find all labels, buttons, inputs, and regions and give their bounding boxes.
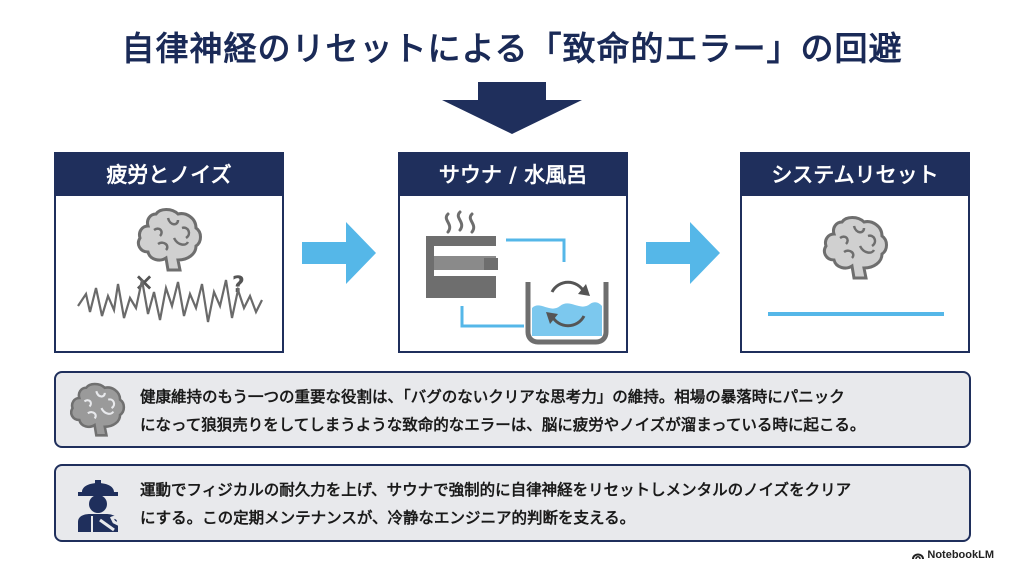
cold-bath-icon bbox=[525, 282, 609, 345]
sauna-icon bbox=[426, 236, 498, 298]
right-arrow-icon bbox=[646, 222, 720, 284]
down-arrow-icon bbox=[442, 82, 582, 134]
note-text-line: にする。この定期メンテナンスが、冷静なエンジニア的判断を支える。 bbox=[140, 509, 636, 527]
note-text-line: になって狼狽売りをしてしまうような致命的なエラーは、脳に疲労やノイズが溜まってい… bbox=[140, 416, 866, 434]
panel-header: 疲労とノイズ bbox=[56, 154, 282, 196]
note-text-line: 運動でフィジカルの耐久力を上げ、サウナで強制的に自律神経をリセットしメンタルのノ… bbox=[140, 481, 852, 499]
reset-illustration bbox=[768, 216, 944, 316]
brain-icon bbox=[70, 382, 126, 437]
panel-sauna-cold-bath: サウナ / 水風呂 bbox=[398, 152, 628, 353]
brand-watermark: NotebookLM bbox=[912, 549, 994, 561]
sauna-illustration bbox=[426, 210, 609, 345]
brain-icon bbox=[136, 208, 202, 272]
notebooklm-logo-icon bbox=[912, 553, 925, 560]
panel-system-reset: システムリセット bbox=[740, 152, 970, 353]
info-note-maintenance: 運動でフィジカルの耐久力を上げ、サウナで強制的に自律神経をリセットしメンタルのノ… bbox=[54, 464, 971, 542]
brand-label: NotebookLM bbox=[927, 549, 994, 561]
panel-header: サウナ / 水風呂 bbox=[400, 154, 626, 196]
panel-fatigue-noise: 疲労とノイズ × ? bbox=[54, 152, 284, 353]
brain-icon bbox=[822, 216, 888, 280]
right-arrow-icon bbox=[302, 222, 376, 284]
question-mark-icon: ? bbox=[232, 273, 245, 298]
cycle-icon bbox=[546, 280, 590, 328]
flow-connector-top bbox=[506, 238, 566, 262]
worker-maintenance-icon bbox=[78, 480, 120, 532]
noise-wave-icon bbox=[77, 279, 263, 323]
page-title: 自律神経のリセットによる「致命的エラー」の回避 bbox=[121, 29, 903, 68]
info-note-brain: 健康維持のもう一つの重要な役割は、「バグのないクリアな思考力」の維持。相場の暴落… bbox=[54, 371, 971, 448]
fatigue-illustration: × ? bbox=[77, 208, 263, 323]
steam-icon bbox=[444, 210, 476, 234]
flow-connector-bottom bbox=[460, 306, 524, 328]
note-text-line: 健康維持のもう一つの重要な役割は、「バグのないクリアな思考力」の維持。相場の暴落… bbox=[140, 388, 845, 406]
panel-header: システムリセット bbox=[742, 154, 968, 196]
